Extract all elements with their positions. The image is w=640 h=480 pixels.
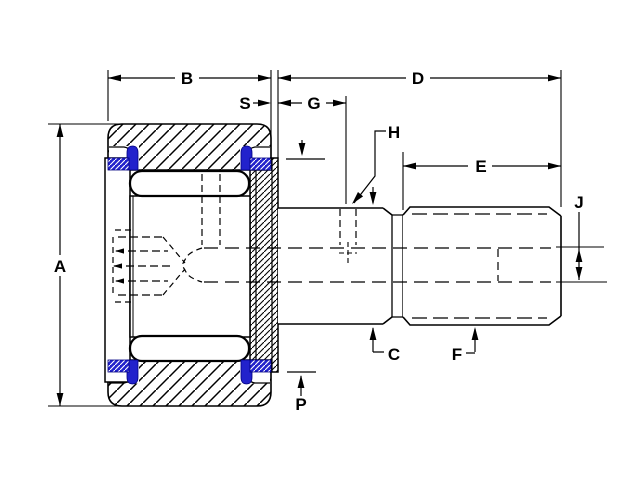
needle-roller-top: [128, 169, 251, 198]
grease-hole-center-mark: [339, 242, 357, 263]
dim-label-C: C: [388, 345, 400, 364]
stud-head: [129, 195, 251, 338]
stud-thread-section: [402, 206, 562, 326]
dim-label-G: G: [307, 94, 320, 113]
seal-top-right: [240, 145, 272, 171]
needle-roller-bottom: [128, 334, 251, 363]
seal-top-left: [107, 145, 139, 171]
dim-label-E: E: [475, 157, 486, 176]
label-backings: [48, 67, 492, 276]
seals: [107, 145, 272, 385]
stud-relief-groove: [391, 214, 404, 318]
dimension-labels: A B D S G E H C F P J: [54, 69, 584, 414]
dim-label-F: F: [452, 345, 462, 364]
outer-ring-bottom-band: [107, 359, 272, 407]
seal-bottom-left: [107, 359, 139, 385]
dim-label-B: B: [181, 69, 193, 88]
seal-bottom-right: [240, 359, 272, 385]
dim-label-P: P: [295, 395, 306, 414]
dim-label-H: H: [388, 123, 400, 142]
hex-socket-hidden-lines: [112, 229, 186, 303]
hidden-lines: [112, 174, 551, 303]
leader-H: [353, 130, 386, 204]
stud-flange-section: [249, 157, 279, 373]
dim-label-A: A: [54, 257, 66, 276]
dim-label-S: S: [239, 94, 250, 113]
dim-label-D: D: [412, 69, 424, 88]
stud-pilot-section: [278, 207, 393, 325]
dim-label-J: J: [574, 193, 583, 212]
end-plate: [104, 157, 131, 383]
